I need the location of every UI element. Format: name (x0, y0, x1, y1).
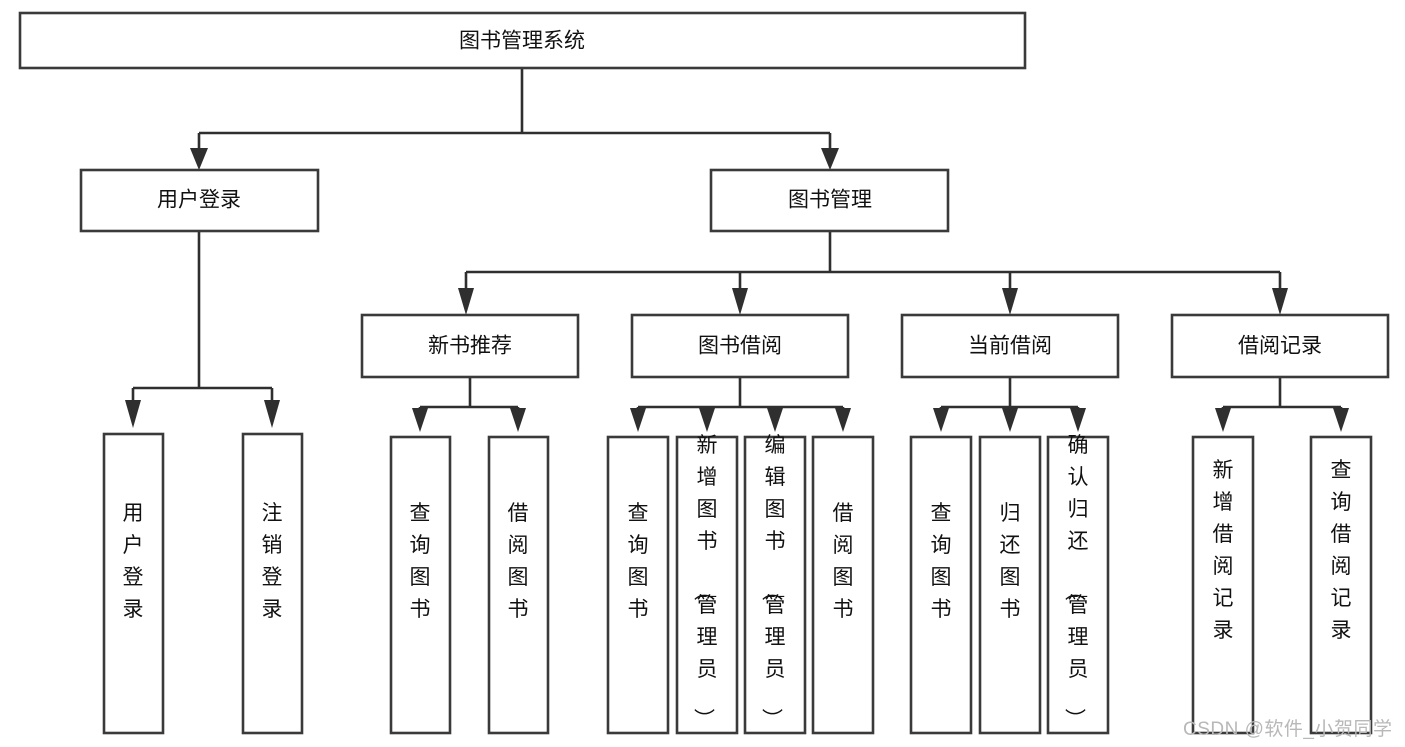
node-label-book-borrow: 图书借阅 (698, 335, 782, 358)
connector-group-book-borrow (630, 377, 851, 432)
arrowhead-book-manage (821, 148, 839, 170)
arrowhead-nb-leaf1 (412, 408, 428, 432)
leaf-label-new-book-2: 借阅图书 (508, 502, 529, 621)
arrowhead-cb-leaf3 (1070, 408, 1086, 432)
node-root-system[interactable]: 图书管理系统 (18, 11, 1027, 70)
leaf-box-new-book-1[interactable] (389, 435, 452, 735)
leaf-book-borrow-1[interactable]: 查询图书 (606, 435, 670, 735)
node-box-user-login[interactable] (79, 168, 320, 233)
leaf-label-borrow-record-2: 查询借阅记录 (1331, 459, 1352, 642)
arrowhead-new-book (458, 288, 474, 315)
leaf-box-current-borrow-3[interactable] (1046, 435, 1110, 735)
leaf-label-book-borrow-3: 编辑图书（管理员） (760, 434, 786, 729)
leaf-borrow-record-2[interactable]: 查询借阅记录 (1309, 435, 1373, 735)
leaf-box-new-book-2[interactable] (487, 435, 550, 735)
node-new-book-recommend[interactable]: 新书推荐 (360, 313, 580, 379)
node-label-book-management: 图书管理 (788, 189, 872, 212)
node-label-new-book-recommend: 新书推荐 (428, 335, 512, 358)
leaf-label-book-borrow-2: 新增图书（管理员） (692, 434, 718, 729)
leaf-book-borrow-3[interactable]: 编辑图书（管理员） (743, 434, 807, 735)
arrowhead-bb-leaf2 (699, 408, 715, 432)
leaf-book-borrow-2[interactable]: 新增图书（管理员） (675, 434, 739, 735)
arrowhead-nb-leaf2 (510, 408, 526, 432)
arrowhead-bb-leaf4 (835, 408, 851, 432)
leaf-box-book-borrow-1[interactable] (606, 435, 670, 735)
leaf-box-user-login-1[interactable] (102, 432, 165, 735)
leaf-borrow-record-1[interactable]: 新增借阅记录 (1191, 435, 1255, 735)
node-book-management[interactable]: 图书管理 (709, 168, 950, 233)
leaf-current-borrow-3[interactable]: 确认归还（管理员） (1046, 434, 1110, 735)
leaf-current-borrow-2[interactable]: 归还图书 (978, 435, 1042, 735)
leaf-box-current-borrow-2[interactable] (978, 435, 1042, 735)
leaf-box-book-borrow-2[interactable] (675, 435, 739, 735)
node-box-book-borrow[interactable] (630, 313, 850, 379)
leaf-current-borrow-1[interactable]: 查询图书 (909, 435, 973, 735)
arrowhead-ul-leaf1 (125, 400, 141, 428)
node-box-new-book-recommend[interactable] (360, 313, 580, 379)
arrowhead-user-login (190, 148, 208, 170)
arrowhead-current-borrow (1002, 288, 1018, 315)
connector-group-new-book (412, 377, 526, 432)
node-box-current-borrow[interactable] (900, 313, 1120, 379)
node-box-root[interactable] (18, 11, 1027, 70)
node-book-borrow[interactable]: 图书借阅 (630, 313, 850, 379)
leaf-user-login-1[interactable]: 用户登录 (102, 432, 165, 735)
arrowhead-book-borrow (732, 288, 748, 315)
arrowhead-bb-leaf1 (630, 408, 646, 432)
connector-group-root (190, 68, 839, 170)
connector-group-book-manage (458, 231, 1288, 315)
leaf-box-borrow-record-2[interactable] (1309, 435, 1373, 735)
arrowhead-ul-leaf2 (264, 400, 280, 428)
leaf-label-new-book-1: 查询图书 (410, 502, 431, 621)
leaf-label-user-login-2: 注销登录 (262, 502, 283, 621)
leaf-box-book-borrow-4[interactable] (811, 435, 875, 735)
node-label-current-borrow: 当前借阅 (968, 335, 1052, 358)
node-borrow-record[interactable]: 借阅记录 (1170, 313, 1390, 379)
leaf-label-book-borrow-1: 查询图书 (628, 502, 649, 621)
leaf-label-current-borrow-2: 归还图书 (1000, 502, 1021, 621)
arrowhead-bb-leaf3 (767, 408, 783, 432)
leaf-box-user-login-2[interactable] (241, 432, 304, 735)
connector-group-current-borrow (933, 377, 1086, 432)
leaf-label-borrow-record-1: 新增借阅记录 (1213, 459, 1234, 642)
node-label-borrow-record: 借阅记录 (1238, 335, 1322, 358)
arrowhead-br-leaf2 (1333, 408, 1349, 432)
leaf-new-book-1[interactable]: 查询图书 (389, 435, 452, 735)
node-label-root: 图书管理系统 (459, 30, 585, 53)
leaf-label-book-borrow-4: 借阅图书 (833, 502, 854, 621)
connector-group-user-login (125, 231, 280, 428)
arrowhead-cb-leaf2 (1002, 408, 1018, 432)
node-current-borrow[interactable]: 当前借阅 (900, 313, 1120, 379)
node-user-login[interactable]: 用户登录 (79, 168, 320, 233)
leaf-new-book-2[interactable]: 借阅图书 (487, 435, 550, 735)
leaf-label-current-borrow-3: 确认归还（管理员） (1063, 434, 1089, 729)
node-box-borrow-record[interactable] (1170, 313, 1390, 379)
node-box-book-management[interactable] (709, 168, 950, 233)
arrowhead-br-leaf1 (1215, 408, 1231, 432)
leaf-box-current-borrow-1[interactable] (909, 435, 973, 735)
arrowhead-borrow-record (1272, 288, 1288, 315)
leaf-box-borrow-record-1[interactable] (1191, 435, 1255, 735)
leaf-book-borrow-4[interactable]: 借阅图书 (811, 435, 875, 735)
leaf-label-user-login-1: 用户登录 (123, 502, 144, 621)
leaf-box-book-borrow-3[interactable] (743, 435, 807, 735)
arrowhead-cb-leaf1 (933, 408, 949, 432)
node-label-user-login: 用户登录 (157, 189, 241, 212)
leaf-user-login-2[interactable]: 注销登录 (241, 432, 304, 735)
leaf-label-current-borrow-1: 查询图书 (931, 502, 952, 621)
connector-group-borrow-record (1215, 377, 1349, 432)
